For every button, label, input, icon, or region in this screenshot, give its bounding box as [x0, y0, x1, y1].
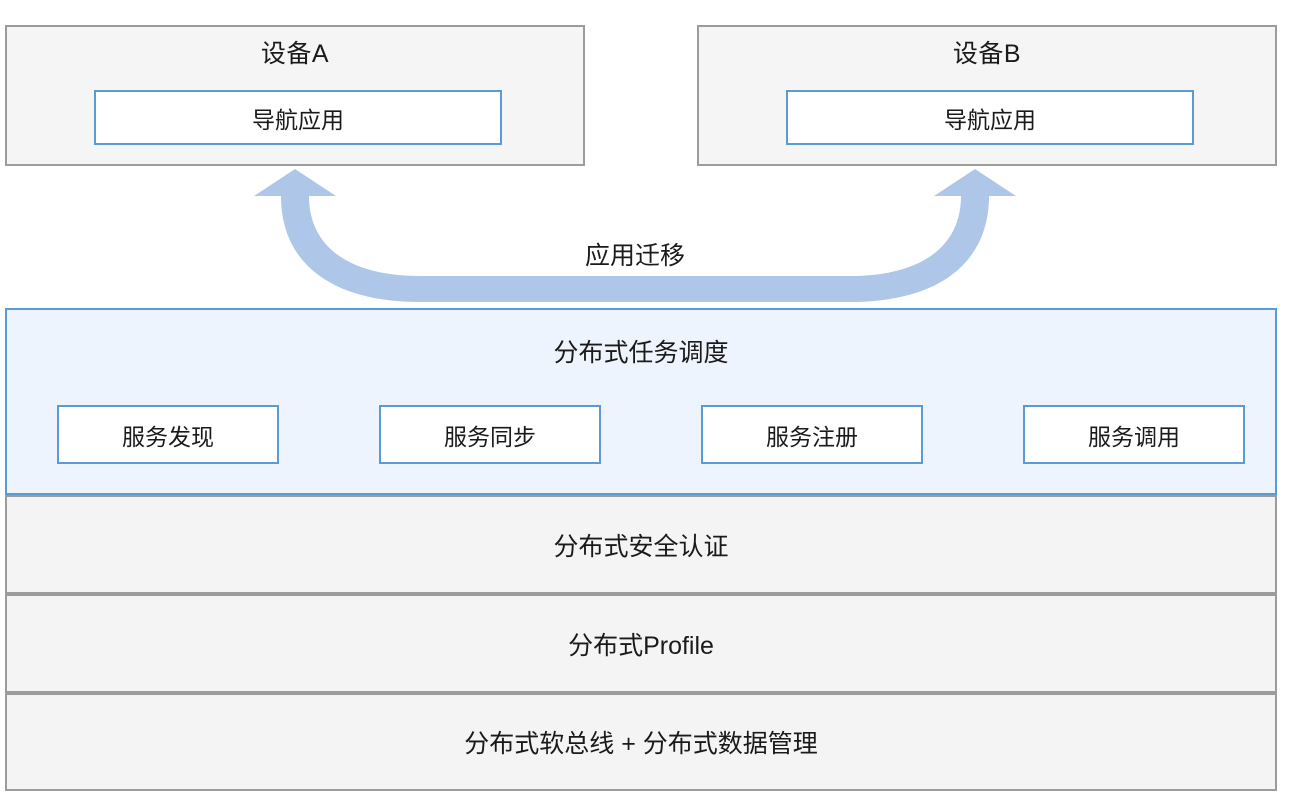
task-scheduling-title: 分布式任务调度 — [553, 339, 729, 367]
stack-layer-label: 分布式安全认证 — [553, 532, 729, 561]
service-label: 服务调用 — [1088, 423, 1180, 450]
device-a-title: 设备A — [260, 40, 330, 68]
task-scheduling-layer: 分布式任务调度 服务发现 服务同步 服务注册 服务调用 — [5, 308, 1277, 495]
service-box-sync[interactable]: 服务同步 — [379, 405, 601, 464]
device-b-app-label: 导航应用 — [944, 106, 1036, 133]
service-box-register[interactable]: 服务注册 — [701, 405, 923, 464]
stack-layer-security: 分布式安全认证 — [5, 495, 1277, 594]
device-a-box: 设备A 导航应用 — [5, 25, 585, 166]
stack-layer-label: 分布式软总线 + 分布式数据管理 — [464, 730, 818, 758]
device-a-app-label: 导航应用 — [252, 106, 344, 133]
stack-layer-softbus: 分布式软总线 + 分布式数据管理 — [5, 693, 1277, 791]
service-box-discovery[interactable]: 服务发现 — [57, 405, 279, 464]
service-box-invoke[interactable]: 服务调用 — [1023, 405, 1245, 464]
device-b-app-box[interactable]: 导航应用 — [786, 90, 1194, 145]
device-b-title: 设备B — [952, 40, 1022, 68]
stack-layer-label: 分布式Profile — [568, 631, 714, 660]
migration-label: 应用迁移 — [584, 242, 685, 270]
service-label: 服务发现 — [122, 423, 214, 450]
device-b-box: 设备B 导航应用 — [697, 25, 1277, 166]
service-label: 服务注册 — [766, 423, 858, 450]
service-label: 服务同步 — [444, 423, 536, 450]
device-a-app-box[interactable]: 导航应用 — [94, 90, 502, 145]
service-box-row: 服务发现 服务同步 服务注册 服务调用 — [57, 405, 1245, 464]
stack-layer-profile: 分布式Profile — [5, 594, 1277, 693]
